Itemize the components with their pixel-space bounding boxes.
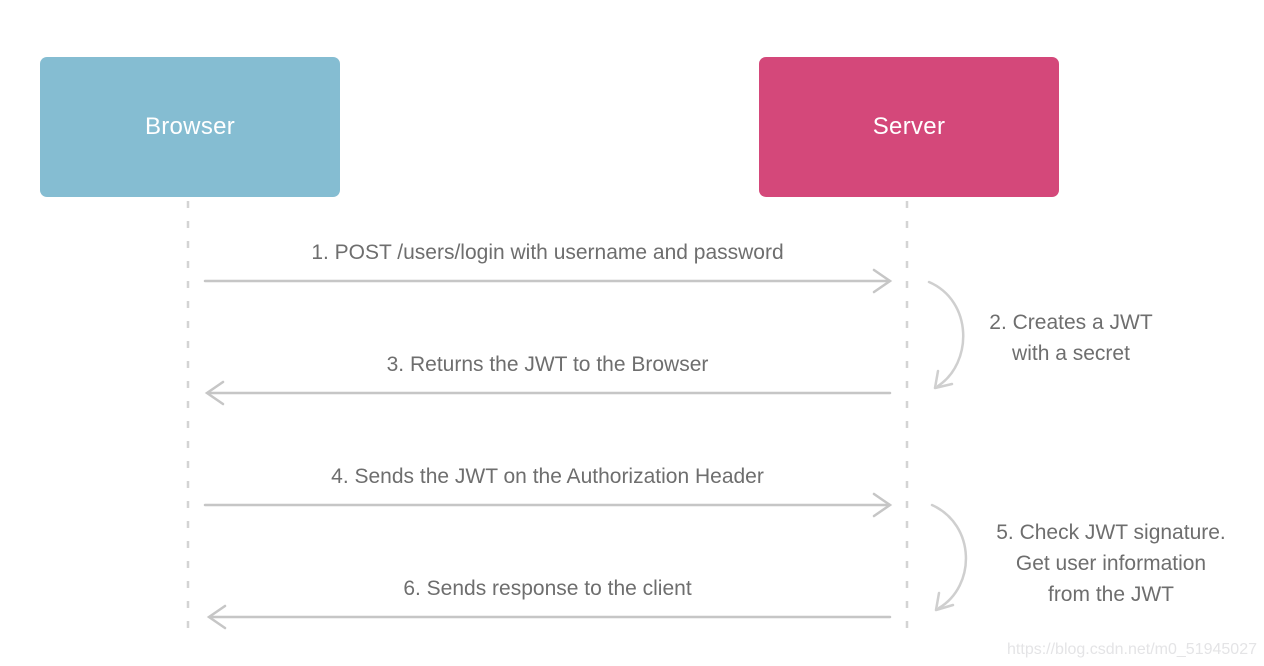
step2-note-line2: with a secret [1012,342,1130,365]
step1-message-label: 1. POST /users/login with username and p… [311,241,784,264]
step6-message-label: 6. Sends response to the client [403,577,692,600]
server-actor-label: Server [872,113,946,140]
step5-note-line1: 5. Check JWT signature. [996,521,1226,544]
step5-note-line3: from the JWT [1047,583,1174,606]
arrow-step5-self-loop [930,503,968,612]
browser-actor-box: Browser [40,57,340,197]
arrow-step6-left [206,604,892,630]
step3-message-label: 3. Returns the JWT to the Browser [386,353,709,376]
arrow-step2-self-loop [927,280,965,390]
browser-actor-label: Browser [144,113,236,140]
step4-message-label: 4. Sends the JWT on the Authorization He… [331,465,764,488]
step2-note: 2. Creates a JWT with a secret [971,307,1171,369]
watermark-url: https://blog.csdn.net/m0_51945027 [1007,641,1257,658]
arrow-step3-left [204,380,892,406]
server-actor-box: Server [759,57,1059,197]
step2-note-line1: 2. Creates a JWT [989,311,1153,334]
step5-note: 5. Check JWT signature. Get user informa… [973,517,1249,610]
arrow-step4-right [203,492,893,518]
arrow-step1-right [203,268,893,294]
step5-note-line2: Get user information [1015,552,1207,575]
